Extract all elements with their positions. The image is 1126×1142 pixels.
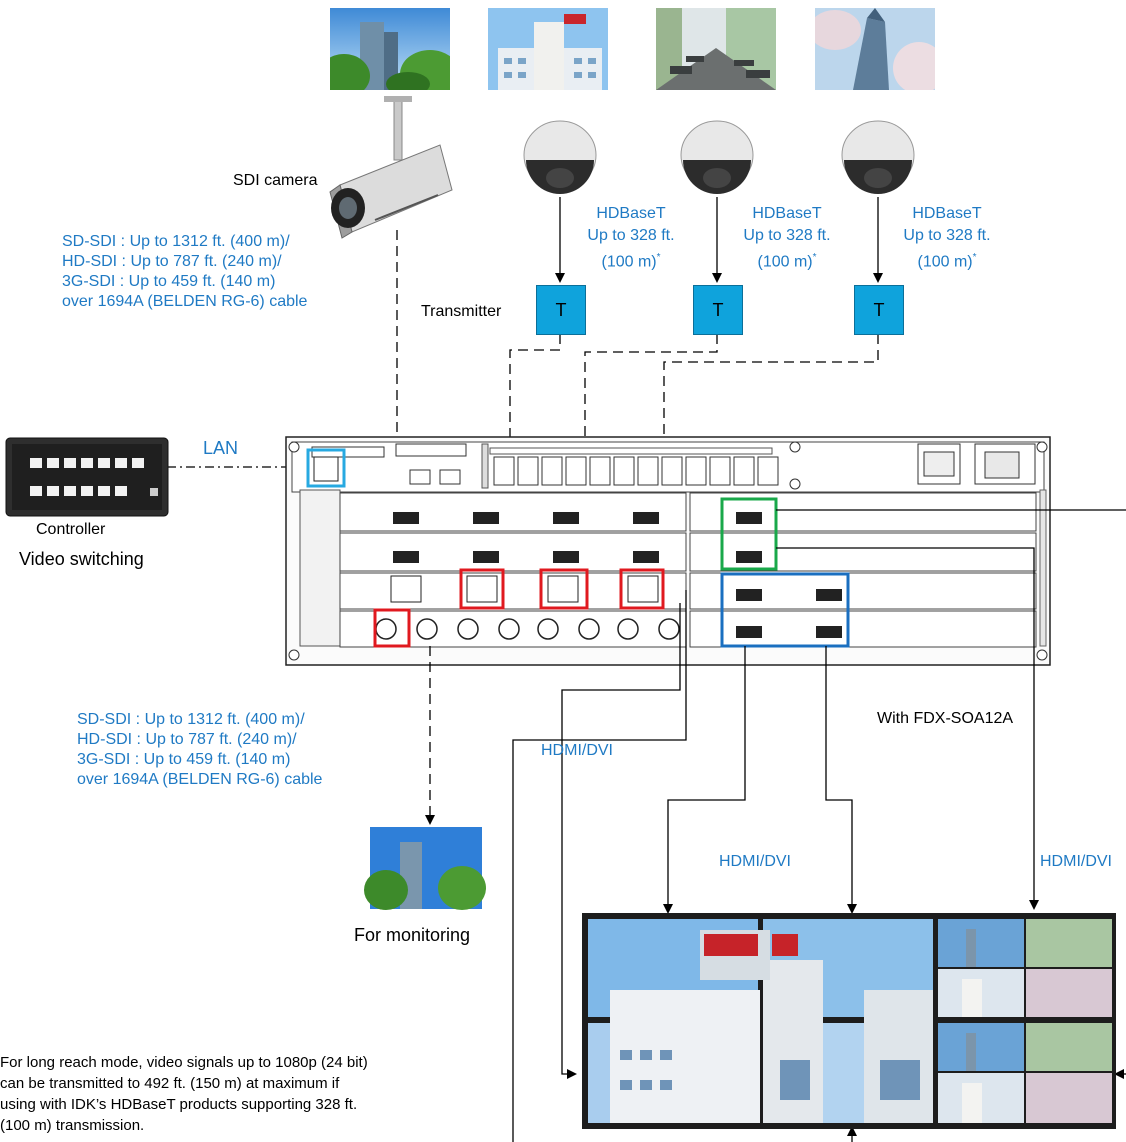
controller-label: Controller <box>36 521 105 539</box>
hdbaset-line: HDBaseT <box>578 203 684 225</box>
sdi-spec-line: 3G-SDI : Up to 459 ft. (140 m) <box>62 272 307 292</box>
footnote-line: using with IDK’s HDBaseT products suppor… <box>0 1094 368 1115</box>
sdi-spec-top: SD-SDI : Up to 1312 ft. (400 m)/ HD-SDI … <box>62 232 307 312</box>
sdi-spec-line: over 1694A (BELDEN RG-6) cable <box>62 292 307 312</box>
sdi-spec-line: over 1694A (BELDEN RG-6) cable <box>77 770 322 790</box>
hdbaset-line: Up to 328 ft. <box>578 225 684 247</box>
sdi-spec-bottom: SD-SDI : Up to 1312 ft. (400 m)/ HD-SDI … <box>77 710 322 790</box>
lan-label: LAN <box>203 438 238 459</box>
for-monitoring-label: For monitoring <box>354 925 470 946</box>
footnote-marker: * <box>657 252 661 263</box>
hdbaset-line: HDBaseT <box>734 203 840 225</box>
with-fdx-label: With FDX-SOA12A <box>877 710 1013 728</box>
transmitter-box: T <box>854 285 904 335</box>
transmitter-label: Transmitter <box>421 303 501 321</box>
hdbaset-line: Up to 328 ft. <box>734 225 840 247</box>
hdbaset-label-3: HDBaseT Up to 328 ft. (100 m)* <box>894 203 1000 273</box>
dome-camera-icon <box>842 121 914 194</box>
dome-camera-icon <box>524 121 596 194</box>
hdbaset-line: Up to 328 ft. <box>894 225 1000 247</box>
hdbaset-line: (100 m) <box>917 253 972 270</box>
sdi-camera-label: SDI camera <box>233 172 317 190</box>
footnote-marker: * <box>973 252 977 263</box>
video-wall-display <box>582 913 1116 1129</box>
sdi-spec-line: HD-SDI : Up to 787 ft. (240 m)/ <box>77 730 322 750</box>
hdbaset-label-2: HDBaseT Up to 328 ft. (100 m)* <box>734 203 840 273</box>
controller-device-icon <box>6 438 168 516</box>
hdmi-dvi-label-center: HDMI/DVI <box>719 853 791 871</box>
sdi-spec-line: HD-SDI : Up to 787 ft. (240 m)/ <box>62 252 307 272</box>
sdi-spec-line: SD-SDI : Up to 1312 ft. (400 m)/ <box>62 232 307 252</box>
hdbaset-label-1: HDBaseT Up to 328 ft. (100 m)* <box>578 203 684 273</box>
footnote-line: can be transmitted to 492 ft. (150 m) at… <box>0 1073 368 1094</box>
sdi-spec-line: SD-SDI : Up to 1312 ft. (400 m)/ <box>77 710 322 730</box>
dome-camera-icon <box>681 121 753 194</box>
transmitter-box: T <box>536 285 586 335</box>
sdi-camera-icon <box>330 96 452 238</box>
hdmi-dvi-label-left: HDMI/DVI <box>541 742 613 760</box>
footnote-line: For long reach mode, video signals up to… <box>0 1052 368 1073</box>
hdbaset-line: (100 m) <box>757 253 812 270</box>
footnote-line: (100 m) transmission. <box>0 1115 368 1136</box>
transmitter-box: T <box>693 285 743 335</box>
hdbaset-line: HDBaseT <box>894 203 1000 225</box>
hdbaset-line: (100 m) <box>601 253 656 270</box>
sdi-spec-line: 3G-SDI : Up to 459 ft. (140 m) <box>77 750 322 770</box>
video-switcher-chassis <box>286 437 1050 665</box>
hdmi-dvi-label-right: HDMI/DVI <box>1040 853 1112 871</box>
monitoring-display-image <box>364 827 486 910</box>
video-switching-label: Video switching <box>19 549 144 570</box>
footnote-text: For long reach mode, video signals up to… <box>0 1052 368 1136</box>
footnote-marker: * <box>813 252 817 263</box>
